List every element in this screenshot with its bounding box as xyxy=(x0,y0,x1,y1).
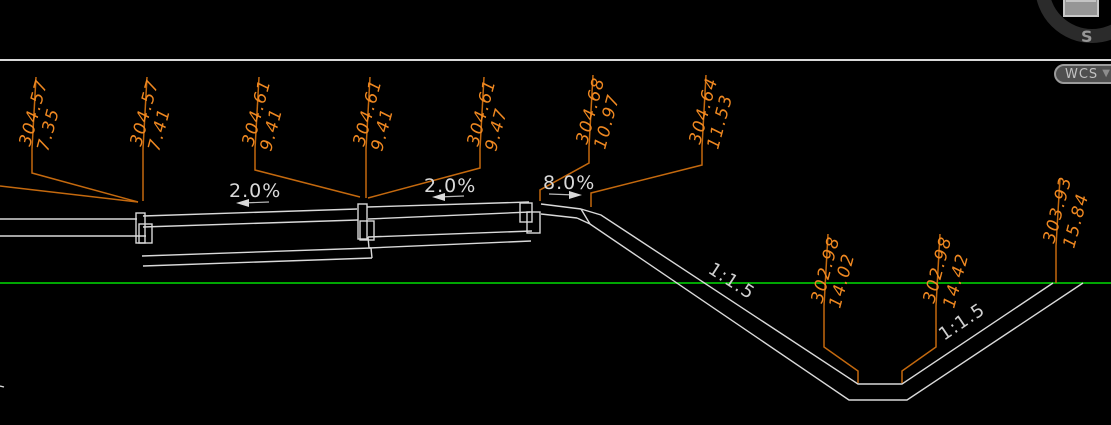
viewcube-south-label[interactable]: S xyxy=(1081,27,1093,46)
right-curb-base[interactable] xyxy=(526,211,541,234)
slope-annotation-lane-left[interactable]: 2.0% xyxy=(229,180,281,207)
viewcube-face-highlight xyxy=(1066,0,1096,2)
label-divider-line xyxy=(588,74,594,148)
label-divider-line xyxy=(823,233,829,307)
leader-line[interactable] xyxy=(31,149,139,203)
left-curb-base[interactable] xyxy=(138,223,153,244)
offset-elevation-label[interactable]: 304.61 9.41 xyxy=(239,76,361,198)
viewcube-face[interactable] xyxy=(1063,0,1099,17)
slope-arrow-left-icon xyxy=(236,199,249,207)
label-divider-line xyxy=(701,74,707,148)
pavement2-edge-line[interactable] xyxy=(367,236,370,249)
pavement1-edge-line[interactable] xyxy=(370,247,373,259)
pavement1-surface-line[interactable] xyxy=(142,208,358,217)
embankment-ditch-inner-line[interactable] xyxy=(580,208,1054,385)
label-divider-line xyxy=(365,76,371,150)
slope-text[interactable]: 2.0% xyxy=(424,175,476,197)
offset-elevation-label[interactable]: 304.57 7.41 xyxy=(127,76,176,201)
slope-arrow-left-icon xyxy=(432,193,445,201)
label-divider-line xyxy=(1055,177,1061,247)
edge-fragment-line xyxy=(0,385,5,388)
cross-section-linework[interactable] xyxy=(0,201,1084,401)
offset-elevation-label[interactable]: 303.93 15.84 xyxy=(1040,174,1094,283)
shoulder-top-line[interactable] xyxy=(540,203,582,210)
slope-ratio-text[interactable]: 1:1.5 xyxy=(704,259,758,304)
leader-line[interactable] xyxy=(539,147,590,201)
label-divider-line xyxy=(31,76,37,150)
viewcube-compass-ring[interactable] xyxy=(1036,0,1111,43)
label-divider-line xyxy=(254,76,260,150)
offset-elevation-label[interactable]: 304.61 9.41 xyxy=(350,76,399,198)
shoulder-bottom-line[interactable] xyxy=(540,213,578,219)
leader-line[interactable] xyxy=(367,149,481,199)
embankment-ditch-outer-line[interactable] xyxy=(576,217,1084,401)
pavement1-base-line[interactable] xyxy=(141,247,372,257)
pavement2-surface-line[interactable] xyxy=(366,201,530,208)
leader-line[interactable] xyxy=(590,147,703,207)
offscreen-leader-line[interactable] xyxy=(0,185,139,203)
offset-elevation-label[interactable]: 304.57 7.35 xyxy=(16,76,139,203)
label-divider-line xyxy=(935,233,941,307)
leader-line[interactable] xyxy=(823,306,859,383)
ucs-dropdown-label: WCS xyxy=(1065,66,1099,82)
slope-annotation-lane-right[interactable]: 2.0% xyxy=(424,175,476,201)
ucs-dropdown[interactable]: WCS ▼ xyxy=(1054,64,1111,84)
slope-text[interactable]: 8.0% xyxy=(543,172,595,194)
label-divider-line xyxy=(479,76,485,150)
leader-line[interactable] xyxy=(254,149,361,198)
pavement1-subbase-line[interactable] xyxy=(142,257,373,267)
slope-arrow-right-icon xyxy=(569,191,582,199)
viewcube[interactable]: S xyxy=(1036,0,1111,46)
pavement2-subbase-line[interactable] xyxy=(368,240,532,249)
leader-line[interactable] xyxy=(901,306,937,383)
slope-text[interactable]: 2.0% xyxy=(229,180,281,202)
middle-curb-base[interactable] xyxy=(359,220,375,241)
left-curb-stone[interactable] xyxy=(135,212,146,244)
pavement1-binder-line[interactable] xyxy=(142,219,359,228)
slope-annotation-shoulder[interactable]: 8.0% xyxy=(543,172,595,199)
offset-elevation-label[interactable]: 302.98 14.02 xyxy=(808,233,860,383)
pavement2-base-line[interactable] xyxy=(367,230,533,238)
chevron-down-icon: ▼ xyxy=(1102,68,1110,79)
label-divider-line xyxy=(142,76,148,150)
hinge-chamfer-line[interactable] xyxy=(580,208,591,225)
pavement2-binder-line[interactable] xyxy=(367,211,531,220)
